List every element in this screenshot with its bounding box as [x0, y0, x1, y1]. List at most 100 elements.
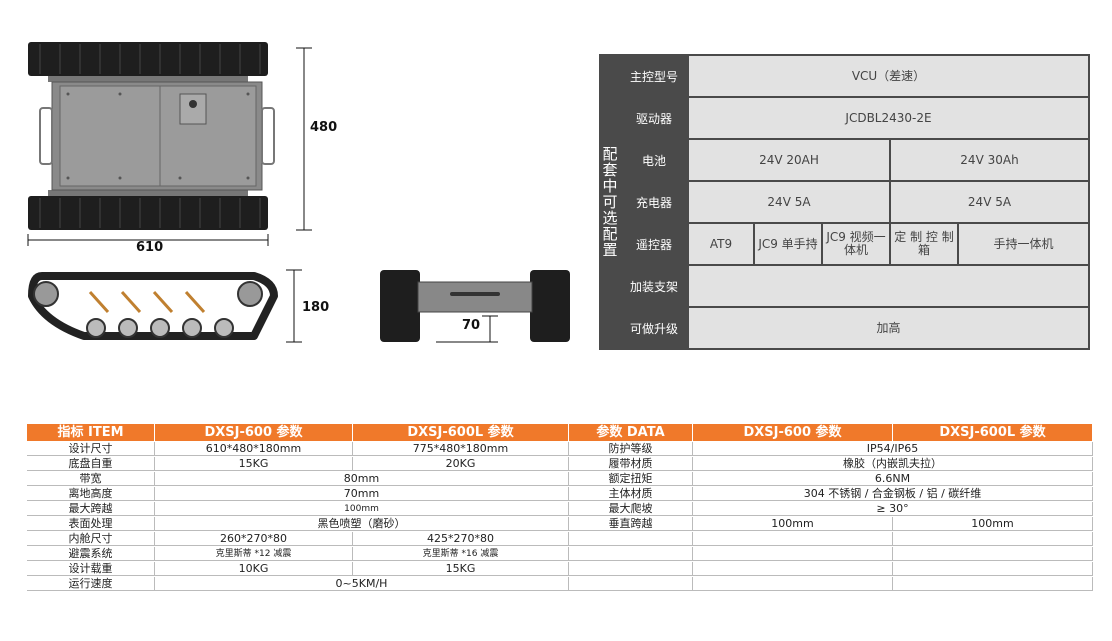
table-cell	[893, 562, 1093, 576]
config-row-bracket: 加装支架	[621, 266, 1090, 306]
config-row-charger: 充电器 24V 5A 24V 5A	[621, 182, 1090, 222]
optional-config-panel: 配套中可选配置 主控型号 VCU（差速） 驱动器 JCDBL2430-2E 电池…	[599, 54, 1090, 350]
table-cell: 100mm	[693, 517, 893, 531]
config-row-remote: 遥控器 AT9 JC9 单手持 JC9 视频一体机 定 制 控 制 箱 手持一体…	[621, 224, 1090, 264]
config-label: 驱动器	[635, 111, 672, 126]
table-cell: 0~5KM/H	[155, 577, 569, 591]
config-cell: VCU（差速）	[689, 56, 1088, 96]
config-row-driver: 驱动器 JCDBL2430-2E	[621, 98, 1090, 138]
table-cell: 775*480*180mm	[353, 442, 569, 456]
table-cell: 10KG	[155, 562, 353, 576]
table-cell: 最大跨越	[27, 502, 155, 516]
table-cell: 主体材质	[569, 487, 693, 501]
header-cell: DXSJ-600L 参数	[893, 424, 1093, 441]
table-cell	[569, 562, 693, 576]
table-cell: 克里斯蒂 *16 减震	[353, 547, 569, 561]
table-cell: 避震系统	[27, 547, 155, 561]
header-cell: DXSJ-600L 参数	[353, 424, 569, 441]
table-cell	[693, 577, 893, 591]
config-cell: 手持一体机	[959, 224, 1088, 264]
table-cell: 70mm	[155, 487, 569, 501]
table-cell	[693, 547, 893, 561]
config-cell: 24V 30Ah	[891, 140, 1088, 180]
table-cell	[893, 547, 1093, 561]
table-cell: 设计载重	[27, 562, 155, 576]
table-cell: 260*270*80	[155, 532, 353, 546]
table-cell: 100mm	[155, 502, 569, 516]
config-label: 充电器	[635, 195, 672, 210]
table-cell	[569, 577, 693, 591]
table-cell: ≥ 30°	[693, 502, 1093, 516]
config-cell: 24V 5A	[891, 182, 1088, 222]
config-cell: JC9 视频一体机	[823, 224, 889, 264]
table-cell: 80mm	[155, 472, 569, 486]
table-cell: 610*480*180mm	[155, 442, 353, 456]
config-label: 加装支架	[629, 279, 678, 294]
config-row-controller: 主控型号 VCU（差速）	[621, 56, 1090, 96]
config-label: 电池	[641, 153, 666, 168]
table-cell	[693, 532, 893, 546]
table-cell: 带宽	[27, 472, 155, 486]
table-cell: 6.6NM	[693, 472, 1093, 486]
config-label: 可做升级	[629, 321, 678, 336]
config-cell: 24V 20AH	[689, 140, 889, 180]
config-row-battery: 电池 24V 20AH 24V 30Ah	[621, 140, 1090, 180]
header-cell: DXSJ-600 参数	[155, 424, 353, 441]
table-cell: 额定扭矩	[569, 472, 693, 486]
table-cell: 表面处理	[27, 517, 155, 531]
config-cell: AT9	[689, 224, 753, 264]
table-cell	[893, 577, 1093, 591]
table-cell: 底盘自重	[27, 457, 155, 471]
header-cell: 参数 DATA	[569, 424, 693, 441]
front-view-drawing	[380, 270, 570, 343]
table-cell: 15KG	[155, 457, 353, 471]
specs-header-row: 指标 ITEM DXSJ-600 参数 DXSJ-600L 参数 参数 DATA…	[27, 424, 1093, 441]
top-view-drawing	[27, 42, 312, 246]
table-cell	[693, 562, 893, 576]
config-row-upgrade: 可做升级 加高	[621, 308, 1090, 348]
config-vertical-label: 配套中可选配置	[602, 145, 618, 259]
table-cell: 履带材质	[569, 457, 693, 471]
table-cell: 20KG	[353, 457, 569, 471]
table-cell: 100mm	[893, 517, 1093, 531]
table-cell: 设计尺寸	[27, 442, 155, 456]
height-180-label: 180	[302, 300, 330, 315]
table-cell: 最大爬坡	[569, 502, 693, 516]
height-480-label: 480	[310, 120, 338, 135]
clearance-70-label: 70	[462, 318, 481, 333]
config-cell	[689, 266, 1088, 306]
side-view-drawing	[28, 269, 302, 343]
table-cell: 黑色喷塑（磨砂）	[155, 517, 569, 531]
table-row: 避震系统克里斯蒂 *12 减震克里斯蒂 *16 减震	[27, 547, 1093, 561]
config-label: 主控型号	[629, 69, 678, 84]
table-cell: 离地高度	[27, 487, 155, 501]
table-cell	[893, 532, 1093, 546]
table-cell: 15KG	[353, 562, 569, 576]
table-cell: 垂直跨越	[569, 517, 693, 531]
config-cell: JC9 单手持	[755, 224, 821, 264]
table-cell: 425*270*80	[353, 532, 569, 546]
header-cell: 指标 ITEM	[27, 424, 155, 441]
table-cell: 防护等级	[569, 442, 693, 456]
config-cell: 24V 5A	[689, 182, 889, 222]
table-cell: 304 不锈钢 / 合金钢板 / 铝 / 碳纤维	[693, 487, 1093, 501]
config-cell: 定 制 控 制 箱	[891, 224, 957, 264]
table-cell: IP54/IP65	[693, 442, 1093, 456]
config-cell: JCDBL2430-2E	[689, 98, 1088, 138]
table-cell	[569, 547, 693, 561]
header-cell: DXSJ-600 参数	[693, 424, 893, 441]
table-cell: 橡胶（内嵌凯夫拉）	[693, 457, 1093, 471]
table-cell: 克里斯蒂 *12 减震	[155, 547, 353, 561]
table-cell: 内舱尺寸	[27, 532, 155, 546]
config-label: 遥控器	[635, 237, 672, 252]
table-cell: 运行速度	[27, 577, 155, 591]
